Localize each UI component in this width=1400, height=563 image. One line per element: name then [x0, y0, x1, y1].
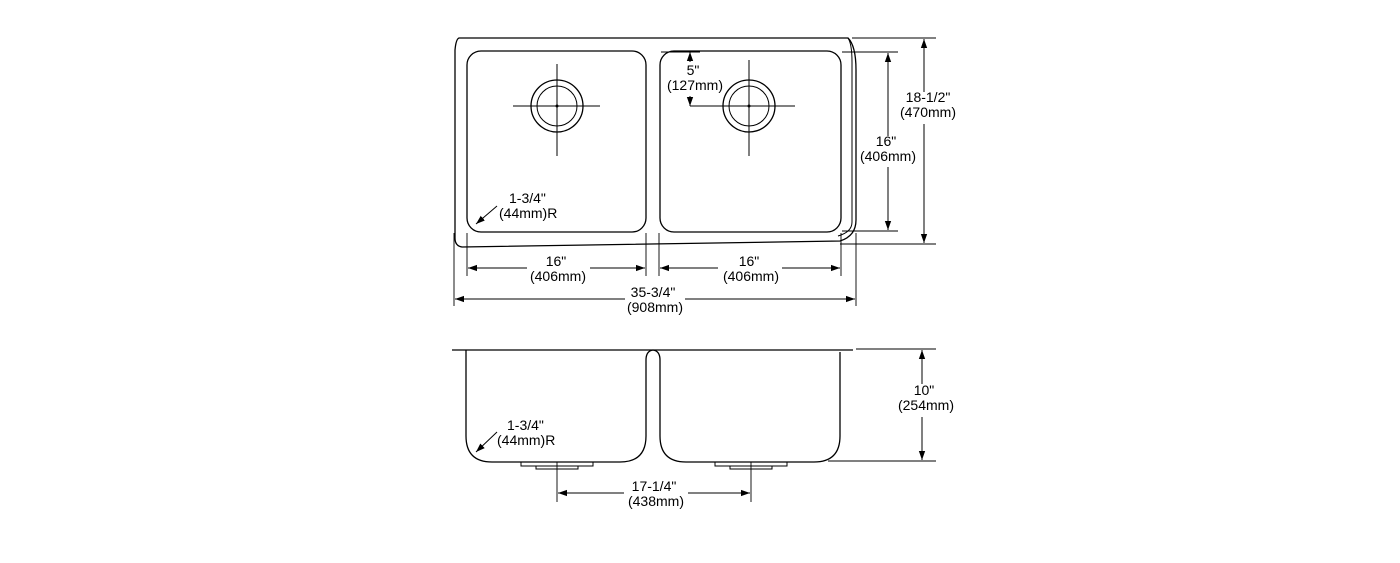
top-corner-radius-metric: (44mm)R: [499, 205, 557, 221]
right-bowl: [659, 50, 842, 233]
left-bowl: [466, 50, 647, 233]
right-bowl-width-metric: (406mm): [723, 268, 779, 284]
overall-depth-metric: (470mm): [900, 104, 956, 120]
left-drain: [513, 64, 600, 156]
right-drain: [690, 60, 795, 156]
drain-spacing-metric: (438mm): [628, 493, 684, 509]
drain-offset-imperial: 5": [687, 62, 700, 78]
side-view: 1-3/4" (44mm)R 10" (254mm) 17-1/4" (438m…: [452, 348, 954, 509]
overall-width-metric: (908mm): [627, 299, 683, 315]
side-corner-radius-imperial: 1-3/4": [507, 417, 544, 433]
right-bowl-width-imperial: 16": [739, 253, 760, 269]
bowl-height-metric: (254mm): [898, 397, 954, 413]
drain-spacing-imperial: 17-1/4": [632, 478, 677, 494]
side-left-bowl: [465, 349, 654, 463]
side-right-bowl: [652, 349, 841, 463]
left-bowl-width-imperial: 16": [546, 253, 567, 269]
left-bowl-width-metric: (406mm): [530, 268, 586, 284]
drain-offset-metric: (127mm): [667, 77, 723, 93]
overall-width-imperial: 35-3/4": [631, 284, 676, 300]
bowl-height-imperial: 10": [914, 382, 935, 398]
sink-outline-top: [454, 37, 857, 248]
bowl-depth-metric: (406mm): [860, 148, 916, 164]
top-corner-radius-imperial: 1-3/4": [509, 190, 546, 206]
side-corner-radius-metric: (44mm)R: [497, 432, 555, 448]
sink-inner-lip: [837, 37, 853, 237]
bowl-depth-imperial: 16": [876, 133, 897, 149]
top-view: 5" (127mm) 16" (406mm) 18-1/2" (470mm) 1…: [453, 37, 956, 315]
overall-depth-imperial: 18-1/2": [906, 89, 951, 105]
